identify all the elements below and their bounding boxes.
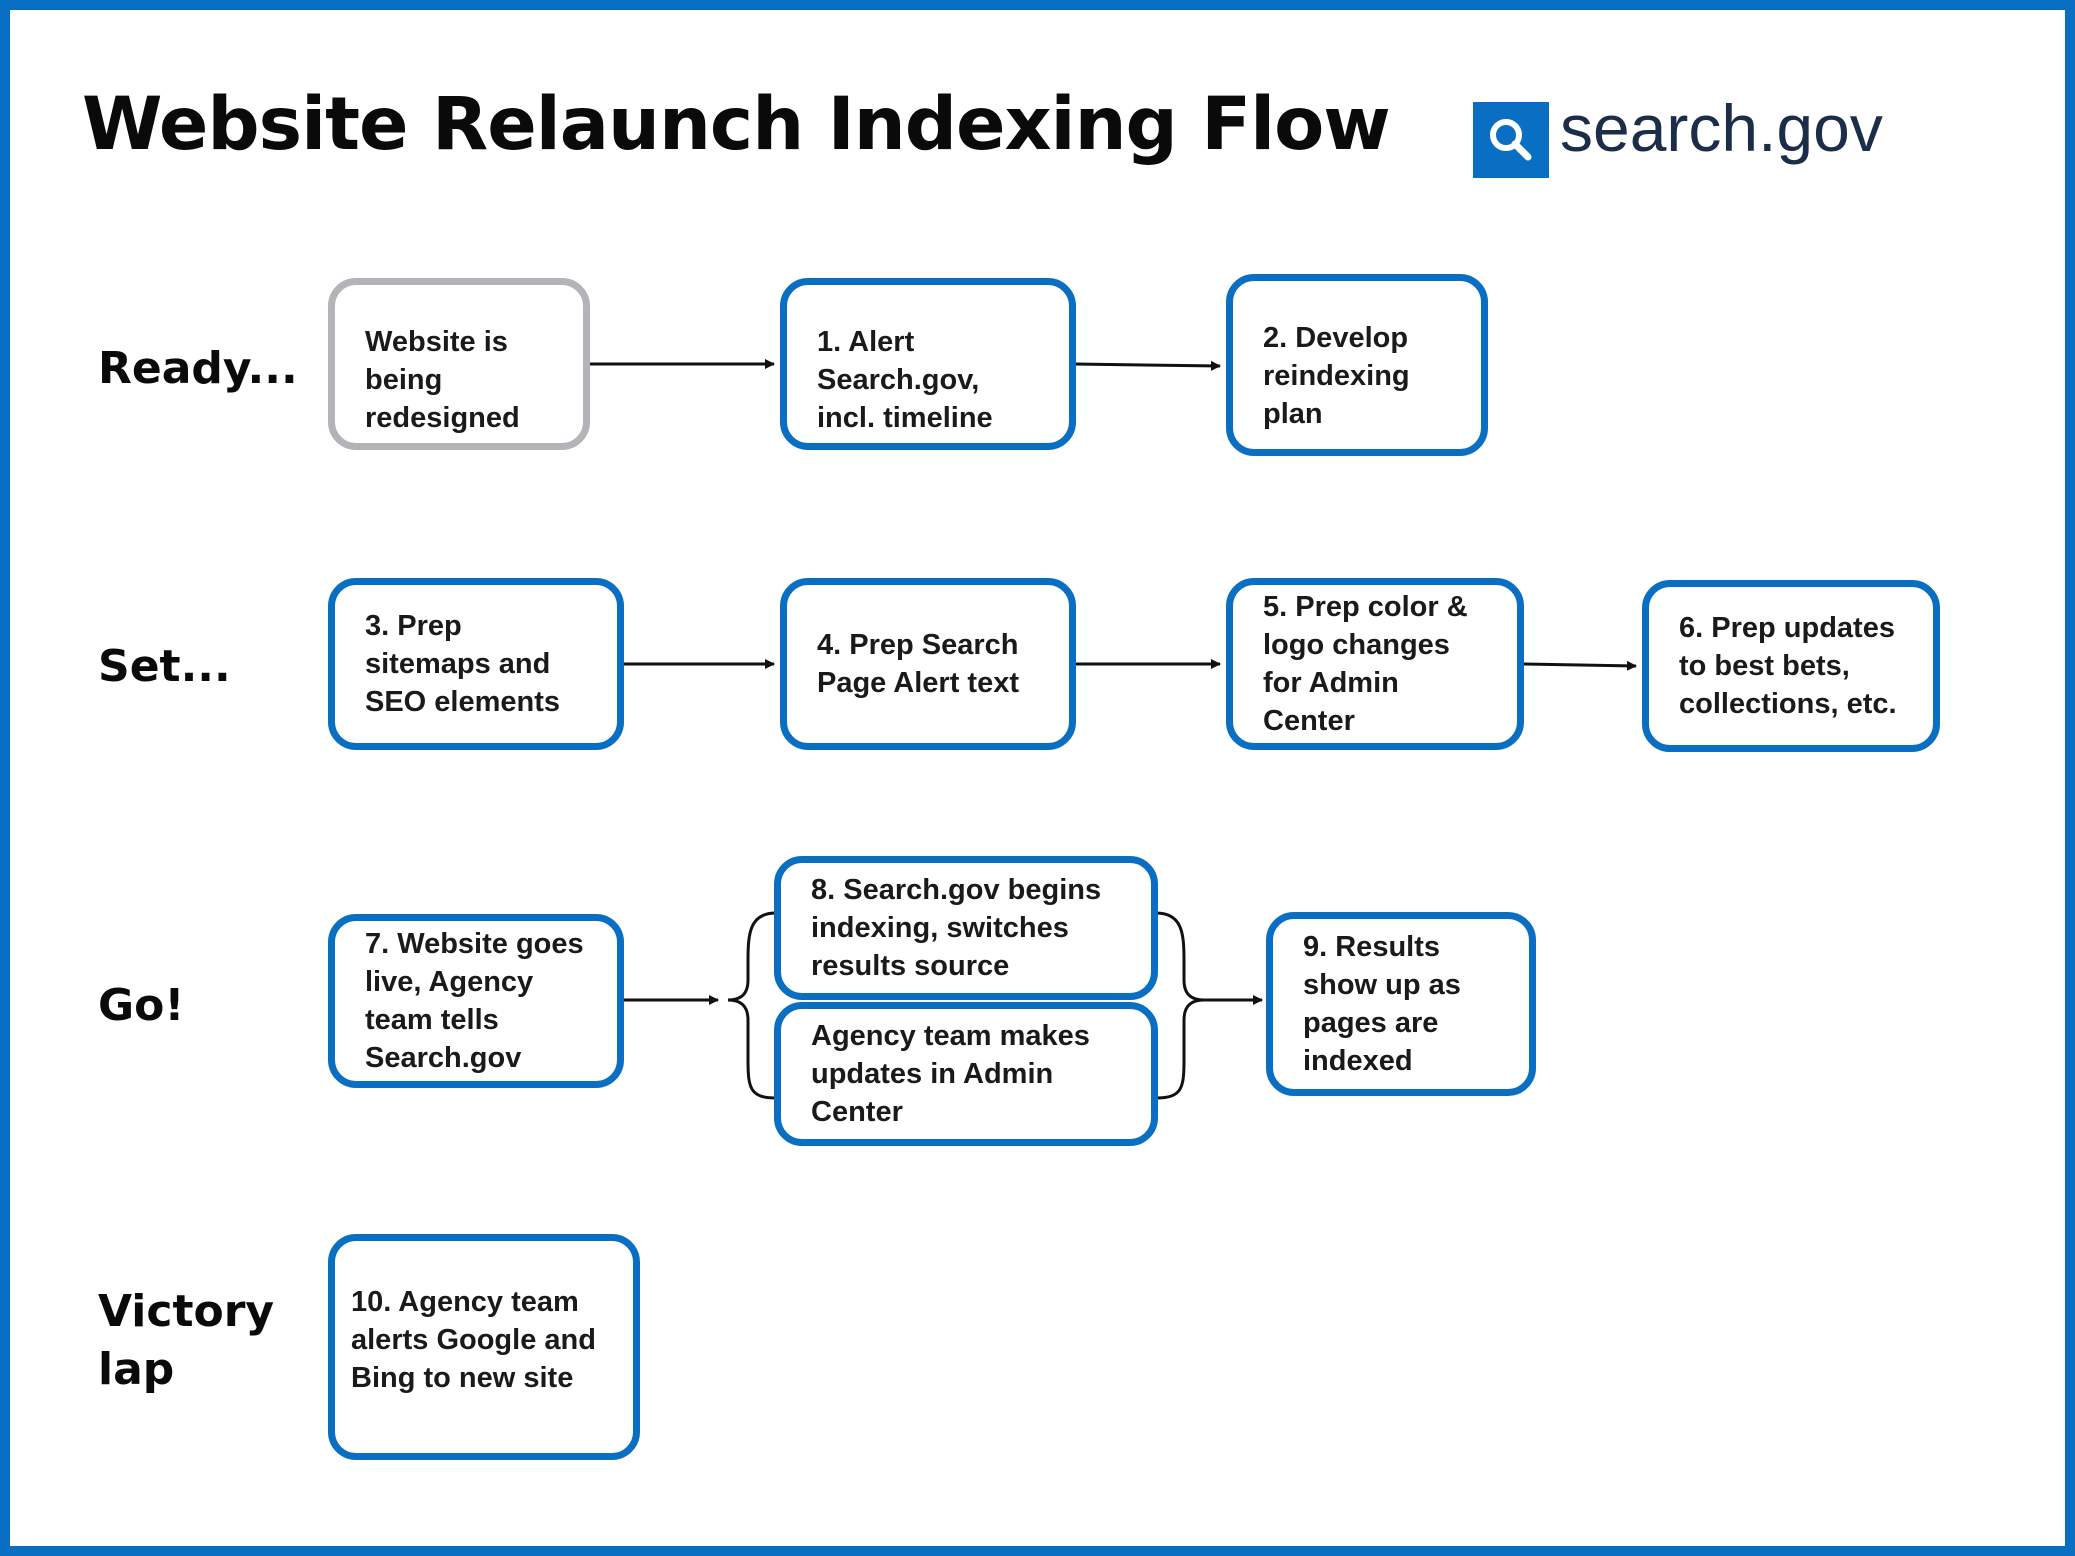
- node-9-text: 9. Results show up as pages are indexed: [1303, 931, 1461, 1077]
- logo-wordmark: search.gov: [1560, 91, 1883, 165]
- node-start: Website is being redesigned: [328, 278, 590, 450]
- node-2-text: 2. Develop reindexing plan: [1263, 322, 1410, 430]
- node-2: 2. Develop reindexing plan: [1226, 274, 1488, 456]
- branch-bracket-right: [1155, 911, 1205, 1100]
- connector-lines: [590, 359, 1637, 1100]
- search-icon: [1473, 102, 1549, 178]
- node-3-text: 3. Prep sitemaps and SEO elements: [365, 610, 561, 718]
- row-label-set: Set...: [98, 641, 231, 692]
- diagram-title: Website Relaunch Indexing Flow: [82, 82, 1391, 167]
- node-6: 6. Prep updates to best bets, collection…: [1642, 580, 1940, 752]
- node-5-text: 5. Prep color & logo changes for Admin C…: [1263, 591, 1468, 737]
- node-3: 3. Prep sitemaps and SEO elements: [328, 578, 624, 750]
- node-8b-text: Agency team makes updates in Admin Cente…: [811, 1020, 1090, 1128]
- node-4: 4. Prep Search Page Alert text: [780, 578, 1076, 750]
- node-9: 9. Results show up as pages are indexed: [1266, 912, 1536, 1096]
- row-label-victory-lap: Victory lap: [98, 1286, 275, 1395]
- node-1-text: 1. Alert Search.gov, incl. timeline: [817, 326, 993, 434]
- node-10-text: 10. Agency team alerts Google and Bing t…: [351, 1286, 596, 1394]
- node-6-text: 6. Prep updates to best bets, collection…: [1679, 612, 1897, 720]
- arrow-1-to-2: [1073, 360, 1221, 371]
- branch-bracket-left: [727, 911, 777, 1100]
- node-7: 7. Website goes live, Agency team tells …: [328, 914, 624, 1088]
- node-8b: Agency team makes updates in Admin Cente…: [774, 1002, 1158, 1146]
- node-7-text: 7. Website goes live, Agency team tells …: [365, 928, 584, 1074]
- node-8: 8. Search.gov begins indexing, switches …: [774, 856, 1158, 1000]
- node-5: 5. Prep color & logo changes for Admin C…: [1226, 578, 1524, 750]
- node-8-text: 8. Search.gov begins indexing, switches …: [811, 874, 1102, 982]
- node-10: 10. Agency team alerts Google and Bing t…: [328, 1234, 640, 1460]
- row-label-go: Go!: [98, 980, 185, 1031]
- node-4-text: 4. Prep Search Page Alert text: [817, 629, 1019, 699]
- row-label-ready: Ready...: [98, 343, 298, 394]
- node-1: 1. Alert Search.gov, incl. timeline: [780, 278, 1076, 450]
- arrow-5-to-6: [1521, 660, 1637, 671]
- node-start-text: Website is being redesigned: [365, 326, 520, 434]
